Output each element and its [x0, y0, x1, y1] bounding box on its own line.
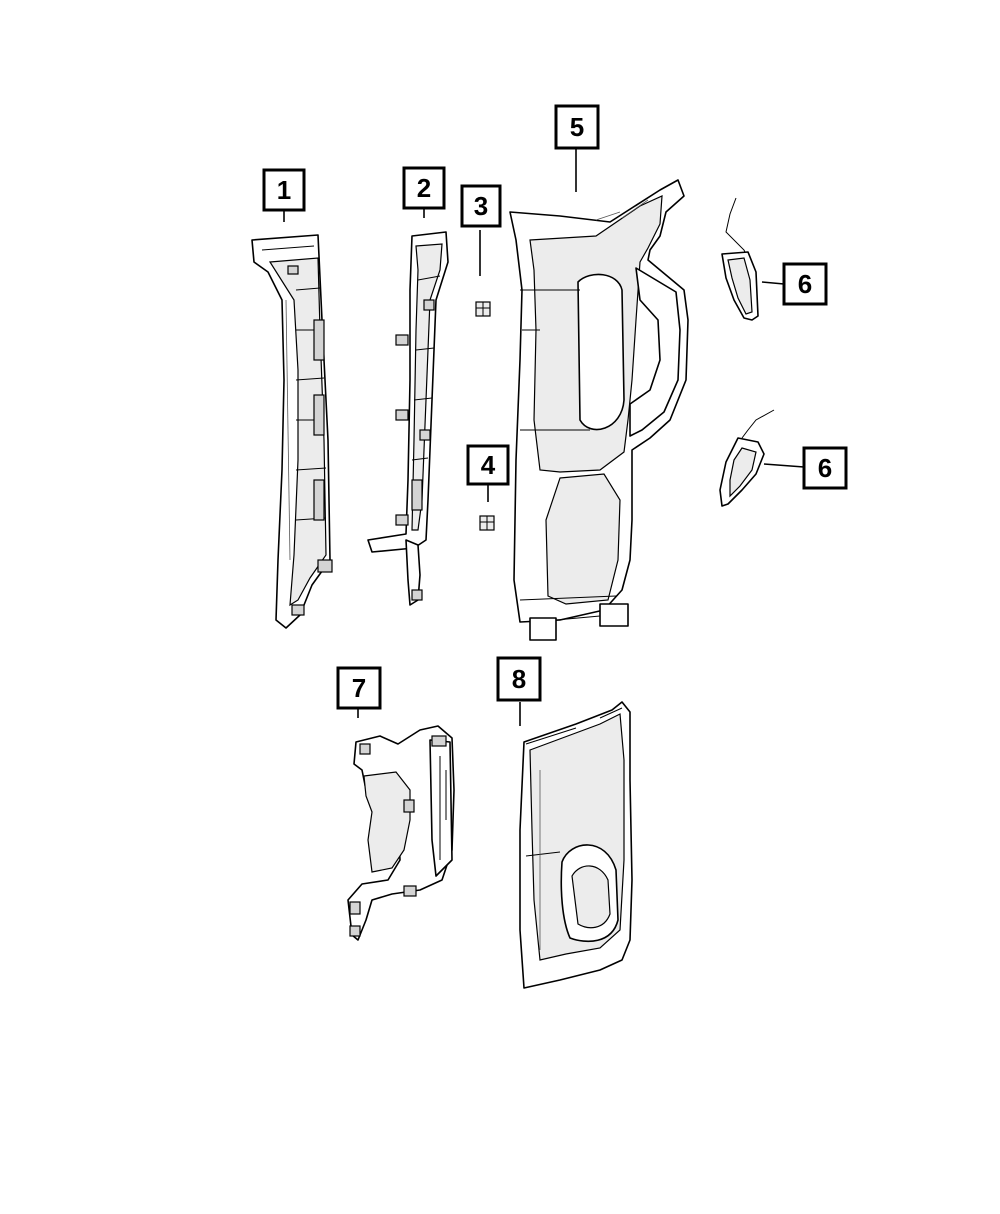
callout-7: 7	[336, 666, 382, 710]
callout-5-label: 5	[570, 112, 584, 142]
part-2-bracket[interactable]	[367, 231, 449, 606]
callout-6a-label: 6	[798, 269, 812, 299]
callout-6b-label: 6	[818, 453, 832, 483]
callout-8-label: 8	[512, 664, 526, 694]
callout-4: 4	[466, 444, 510, 486]
part-8-pillar-lower-trim[interactable]	[519, 701, 633, 989]
callout-6b: 6	[802, 446, 848, 490]
callout-7-label: 7	[352, 673, 366, 703]
callout-4-label: 4	[481, 450, 496, 480]
callout-3-label: 3	[474, 191, 488, 221]
callout-5: 5	[554, 104, 600, 150]
leader-6b	[763, 463, 805, 468]
callout-2: 2	[402, 166, 446, 210]
leader-6a	[761, 281, 785, 285]
callout-1-label: 1	[277, 175, 291, 205]
part-5-pillar-upper-trim[interactable]	[509, 179, 689, 641]
part-1-pillar-trim[interactable]	[251, 234, 333, 629]
callout-2-label: 2	[417, 173, 431, 203]
callout-3: 3	[460, 184, 502, 228]
part-3-clip[interactable]	[475, 301, 491, 317]
callout-6a: 6	[782, 262, 828, 306]
part-7-lower-bracket[interactable]	[347, 725, 455, 941]
callout-8: 8	[496, 656, 542, 702]
part-6-light-upper[interactable]	[721, 197, 759, 321]
leader-lines	[283, 148, 805, 726]
part-4-clip[interactable]	[479, 515, 495, 531]
part-6-light-lower[interactable]	[719, 409, 775, 507]
callout-1: 1	[262, 168, 306, 212]
